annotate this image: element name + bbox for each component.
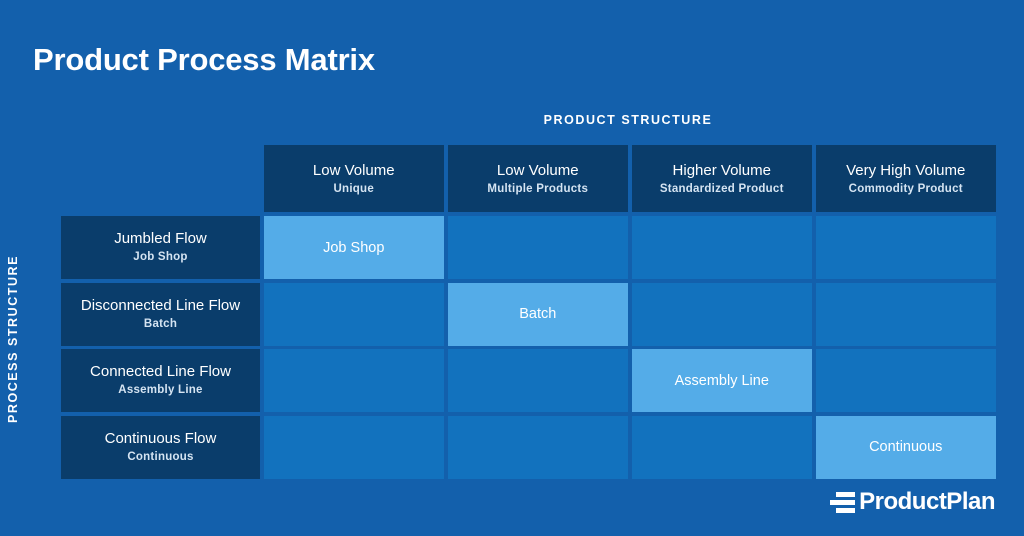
- matrix-cell-r3c2[interactable]: [447, 349, 628, 412]
- column-header-title: Very High Volume: [846, 161, 966, 179]
- brand-wordmark: ProductPlan: [859, 488, 995, 515]
- column-header-subtitle: Standardized Product: [659, 182, 784, 195]
- three-bars-icon: [830, 491, 856, 513]
- matrix-cell-r4c1[interactable]: [263, 415, 444, 479]
- matrix-cell-r3c4[interactable]: [815, 349, 996, 412]
- column-header-low-volume-unique: Low Volume Unique: [263, 145, 444, 212]
- row-header-continuous-flow: Continuous Flow Continuous: [61, 415, 260, 479]
- row-header-title: Continuous Flow: [104, 429, 217, 447]
- matrix-row: Connected Line Flow Assembly Line Assemb…: [61, 349, 996, 412]
- matrix-cell-r4c2[interactable]: [447, 415, 628, 479]
- row-header-title: Disconnected Line Flow: [80, 296, 241, 314]
- matrix-cell-r1c4[interactable]: [815, 216, 996, 279]
- column-header-title: Low Volume: [496, 161, 579, 179]
- matrix-corner-spacer: [61, 145, 260, 212]
- column-header-higher-volume-standardized-product: Higher Volume Standardized Product: [631, 145, 812, 212]
- row-header-subtitle: Batch: [143, 317, 178, 330]
- matrix-row: Continuous Flow Continuous Continuous: [61, 415, 996, 479]
- row-header-disconnected-line-flow: Disconnected Line Flow Batch: [61, 282, 260, 346]
- row-header-connected-line-flow: Connected Line Flow Assembly Line: [61, 349, 260, 412]
- page-title: Product Process Matrix: [33, 42, 375, 77]
- matrix-cell-r4c4[interactable]: Continuous: [815, 415, 996, 479]
- matrix-cell-r2c3[interactable]: [631, 282, 812, 346]
- column-header-very-high-volume-commodity-product: Very High Volume Commodity Product: [815, 145, 996, 212]
- matrix-cell-r4c3[interactable]: [631, 415, 812, 479]
- matrix-cell-r3c1[interactable]: [263, 349, 444, 412]
- process-structure-axis-label: PROCESS STRUCTURE: [6, 254, 20, 424]
- row-header-jumbled-flow: Jumbled Flow Job Shop: [61, 216, 260, 279]
- row-header-subtitle: Continuous: [127, 450, 194, 463]
- column-header-subtitle: Unique: [333, 182, 374, 195]
- row-header-title: Jumbled Flow: [114, 230, 207, 247]
- matrix-cell-r3c3[interactable]: Assembly Line: [631, 349, 812, 412]
- product-process-matrix: Low Volume Unique Low Volume Multiple Pr…: [61, 145, 996, 479]
- column-header-subtitle: Commodity Product: [848, 182, 963, 195]
- matrix-cell-label: Job Shop: [323, 239, 385, 256]
- matrix-cell-r1c3[interactable]: [631, 216, 812, 279]
- column-header-title: Low Volume: [312, 161, 395, 179]
- column-header-subtitle: Multiple Products: [487, 182, 589, 195]
- matrix-cell-label: Continuous: [869, 439, 943, 455]
- row-header-subtitle: Job Shop: [133, 251, 188, 263]
- product-structure-axis-label: PRODUCT STRUCTURE: [543, 113, 713, 127]
- matrix-cell-label: Batch: [519, 306, 557, 322]
- matrix-cell-label: Assembly Line: [674, 372, 769, 389]
- matrix-cell-r2c1[interactable]: [263, 282, 444, 346]
- column-header-low-volume-multiple-products: Low Volume Multiple Products: [447, 145, 628, 212]
- row-header-title: Connected Line Flow: [90, 363, 231, 380]
- matrix-cell-r2c4[interactable]: [815, 282, 996, 346]
- matrix-cell-r1c2[interactable]: [447, 216, 628, 279]
- matrix-row: Disconnected Line Flow Batch Batch: [61, 282, 996, 346]
- matrix-cell-r1c1[interactable]: Job Shop: [263, 216, 444, 279]
- productplan-logo: ProductPlan: [830, 486, 995, 518]
- column-header-title: Higher Volume: [672, 161, 771, 179]
- matrix-cell-r2c2[interactable]: Batch: [447, 282, 628, 346]
- matrix-header-row: Low Volume Unique Low Volume Multiple Pr…: [61, 145, 996, 212]
- row-header-subtitle: Assembly Line: [118, 384, 203, 396]
- matrix-row: Jumbled Flow Job Shop Job Shop: [61, 216, 996, 279]
